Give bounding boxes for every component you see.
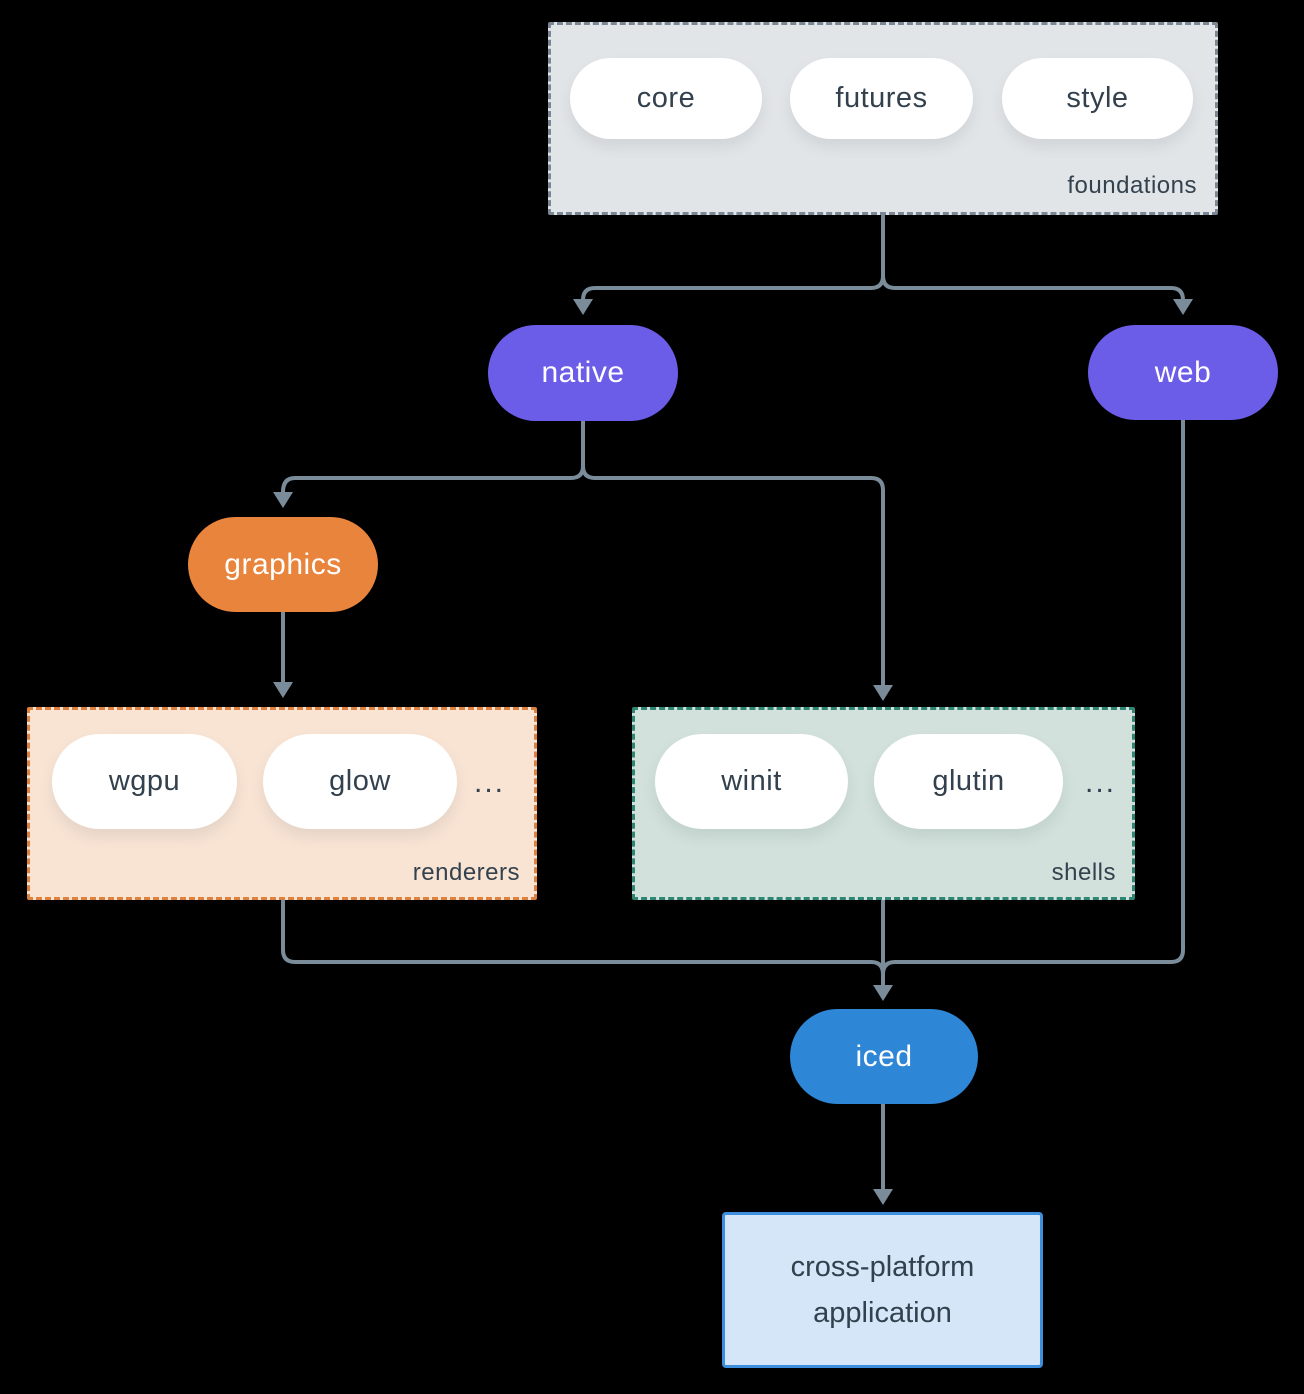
node-graphics: graphics xyxy=(188,517,378,612)
shells-label: shells xyxy=(1051,859,1116,886)
shells-ellipsis: ... xyxy=(1085,766,1117,799)
renderers-ellipsis: ... xyxy=(474,766,506,799)
node-web: web xyxy=(1088,325,1278,420)
node-native: native xyxy=(488,325,678,421)
foundations-group: core futures style foundations xyxy=(548,22,1218,215)
connector-native-graphics xyxy=(281,421,585,493)
node-cross-platform-application: cross-platform application xyxy=(722,1212,1043,1368)
node-core: core xyxy=(570,58,762,139)
node-iced: iced xyxy=(790,1009,978,1104)
node-glutin: glutin xyxy=(874,734,1063,829)
node-style: style xyxy=(1002,58,1193,139)
arrowhead-renderers xyxy=(273,682,293,698)
arrowhead-application xyxy=(873,1189,893,1205)
foundations-label: foundations xyxy=(1067,172,1197,199)
arrowhead-native xyxy=(573,299,593,315)
connector-renderers-iced xyxy=(281,900,885,975)
node-futures: futures xyxy=(790,58,973,139)
node-glow: glow xyxy=(263,734,457,829)
renderers-group: wgpu glow ... renderers xyxy=(27,707,537,900)
arrowhead-graphics xyxy=(273,492,293,508)
node-winit: winit xyxy=(655,734,848,829)
connector-native-shells xyxy=(581,421,885,685)
arrowhead-shells xyxy=(873,685,893,701)
renderers-label: renderers xyxy=(412,859,520,886)
arrowhead-iced xyxy=(873,985,893,1001)
connector-foundations-native xyxy=(581,215,885,301)
node-wgpu: wgpu xyxy=(52,734,237,829)
shells-group: winit glutin ... shells xyxy=(632,707,1135,900)
connector-foundations-web xyxy=(881,215,1185,301)
arrowhead-web xyxy=(1173,299,1193,315)
